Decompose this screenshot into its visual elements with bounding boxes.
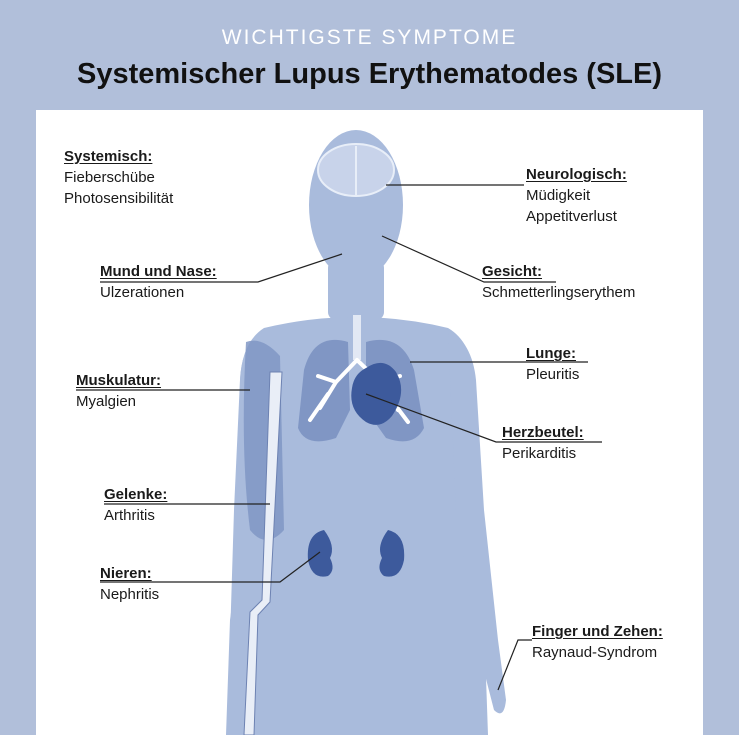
line-nieren <box>100 551 321 583</box>
label-neurologisch: Neurologisch: Müdigkeit Appetitverlust <box>526 166 627 225</box>
supertitle: WICHTIGSTE SYMPTOME <box>221 26 518 49</box>
diagram-panel: Systemisch: Fieberschübe Photosensibilit… <box>36 110 703 735</box>
trachea <box>353 315 361 360</box>
left-kidney <box>307 530 333 577</box>
label-herzbeutel: Herzbeutel: Perikarditis <box>502 424 584 462</box>
body-illustration <box>76 130 602 735</box>
page-title: Systemischer Lupus Erythematodes (SLE) <box>77 58 662 90</box>
label-gelenke: Gelenke: Arthritis <box>104 486 168 524</box>
label-systemisch: Systemisch: Fieberschübe Photosensibilit… <box>64 148 174 207</box>
leader-lines <box>76 184 602 691</box>
line-mund-nase <box>100 253 343 283</box>
line-herzbeutel <box>365 393 602 443</box>
right-arm <box>448 330 506 714</box>
bone <box>243 371 283 735</box>
label-mund-nase: Mund und Nase: Ulzerationen <box>100 263 217 301</box>
label-nieren: Nieren: Nephritis <box>100 565 160 603</box>
heart <box>351 362 402 425</box>
label-finger-zehen: Finger und Zehen: Raynaud-Syndrom <box>532 623 663 661</box>
neck <box>328 260 384 320</box>
label-lunge: Lunge: Pleuritis <box>526 345 580 383</box>
line-finger-zehen <box>497 639 532 691</box>
line-gesicht <box>381 235 556 283</box>
right-kidney <box>379 530 405 577</box>
label-muskulatur: Muskulatur: Myalgien <box>76 372 162 410</box>
label-gesicht: Gesicht: Schmetterlingserythem <box>482 263 636 301</box>
